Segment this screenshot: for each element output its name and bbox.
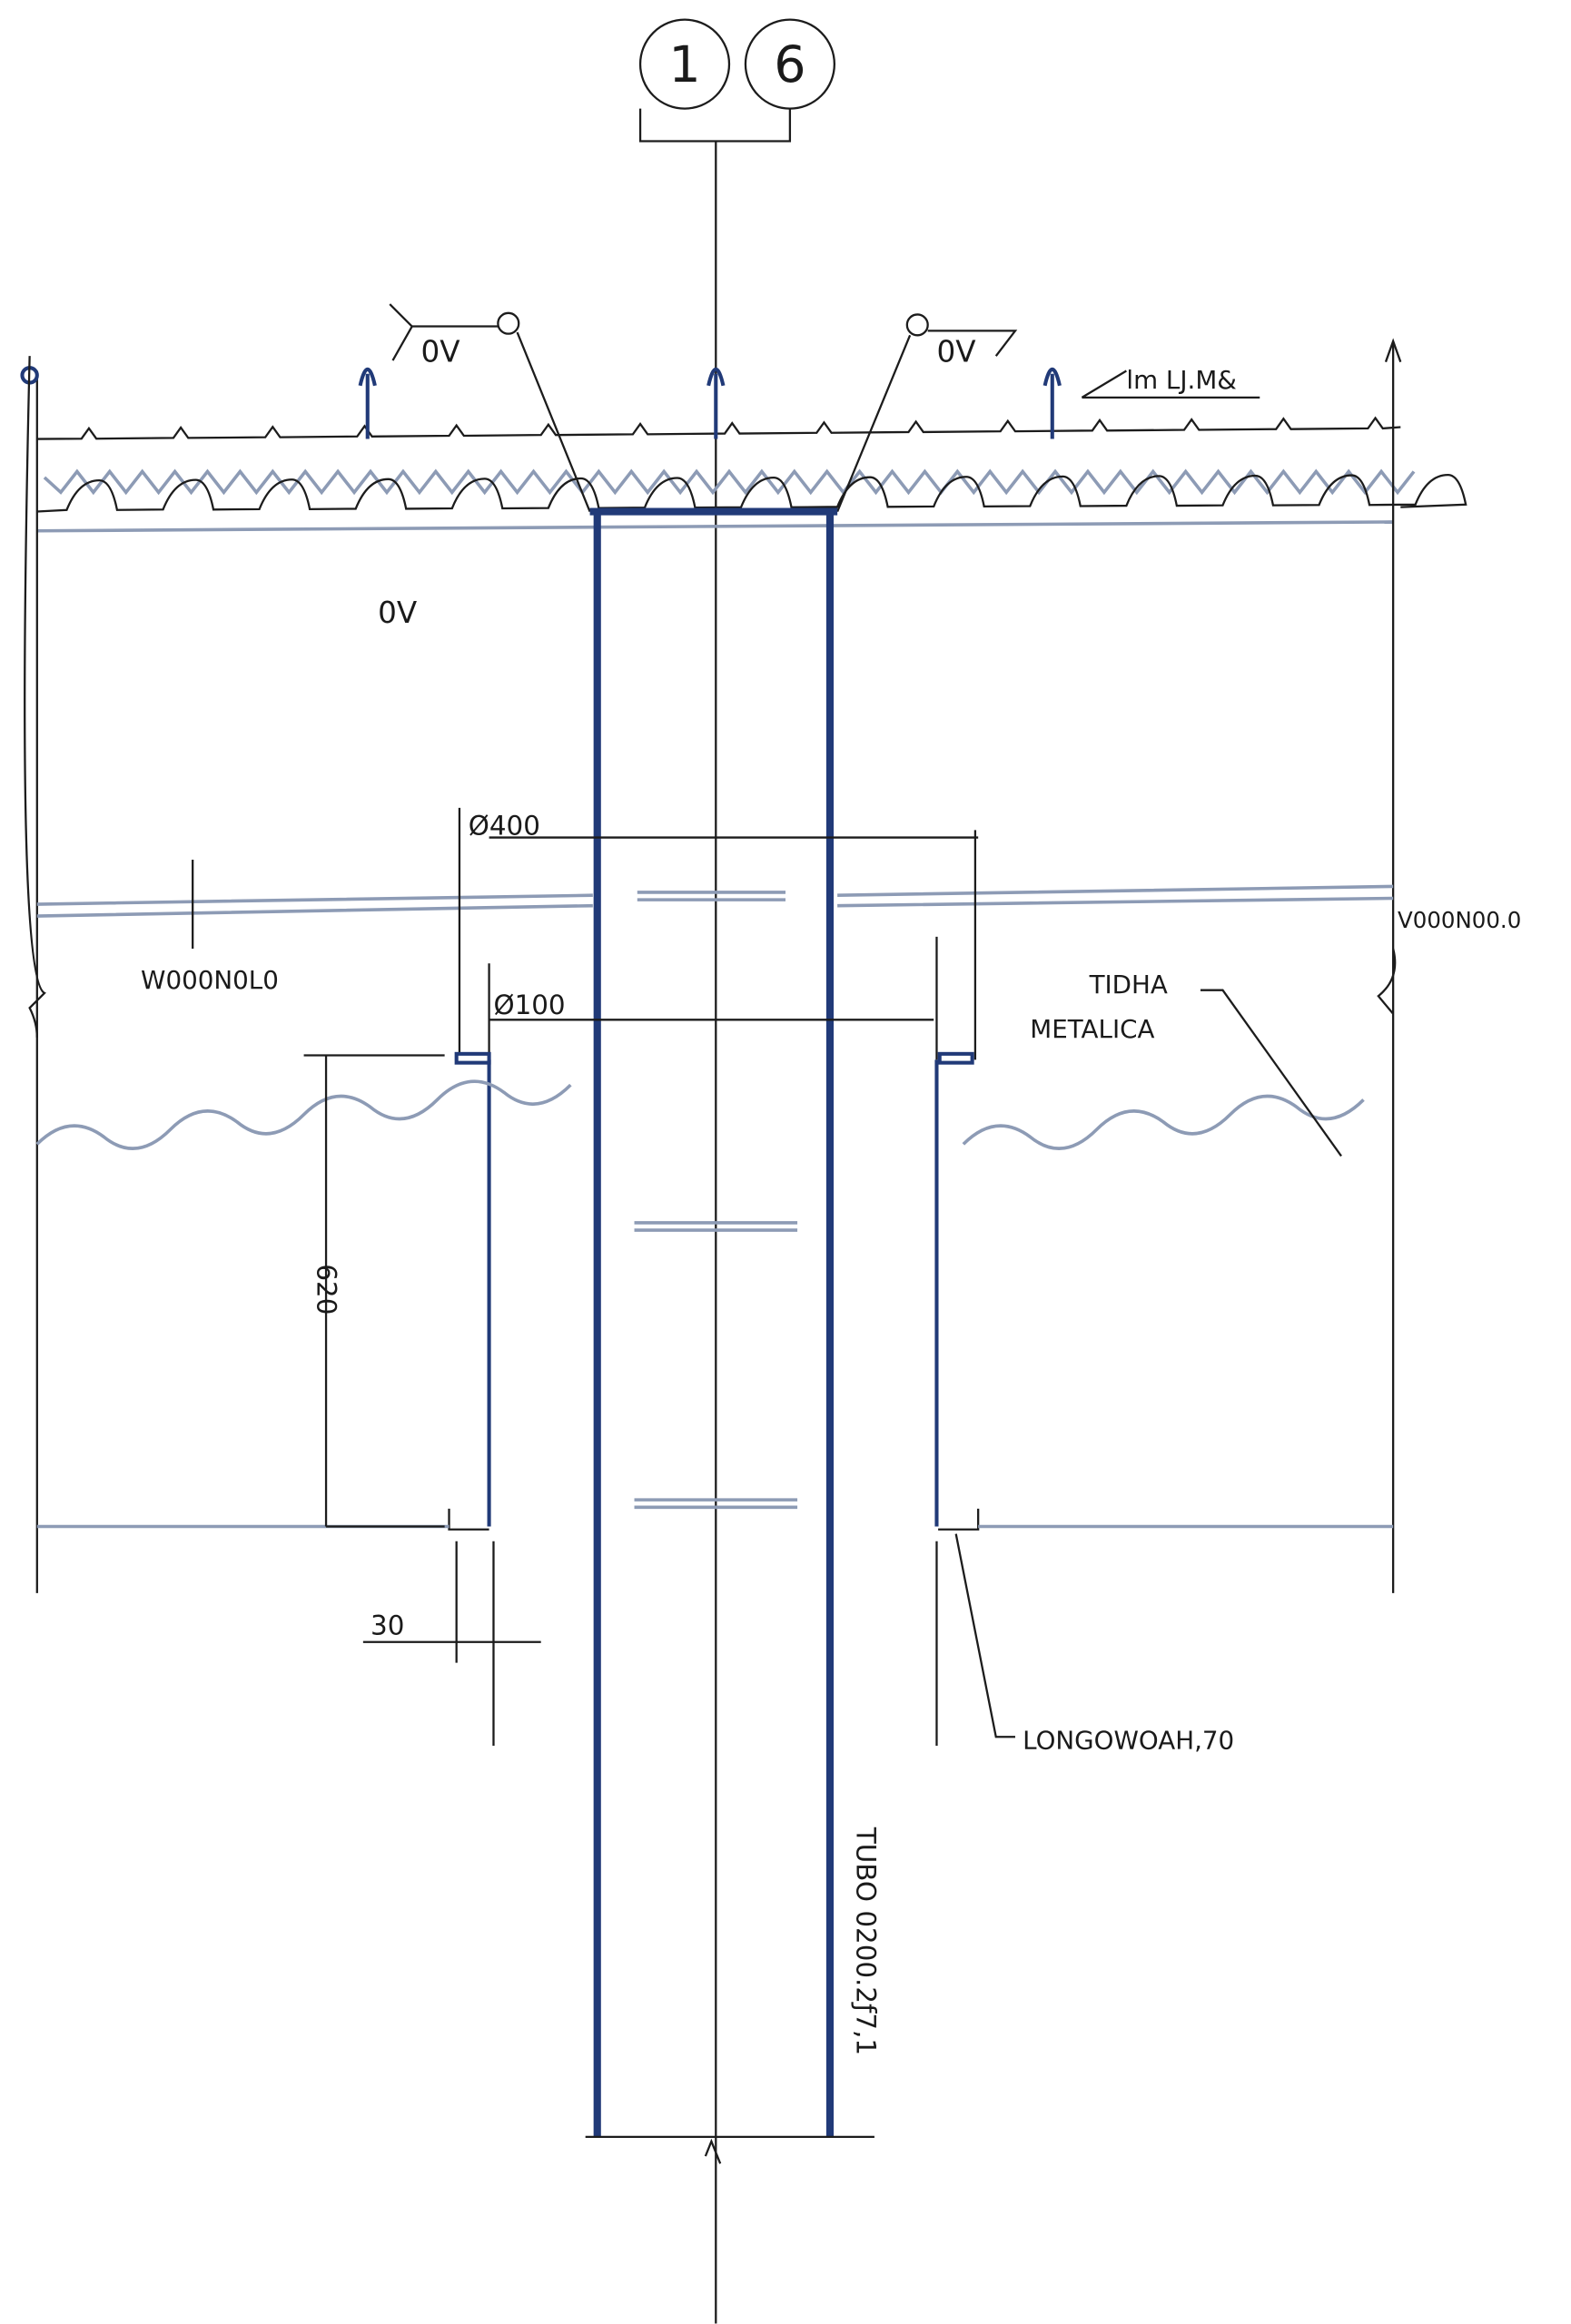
bottom-note: LONGOWOAH,70	[1023, 1725, 1234, 1755]
weld-leader-right	[836, 330, 1018, 512]
flashing-label: METALICA	[1030, 1014, 1154, 1044]
grid-marker-1: 1	[638, 18, 731, 110]
dim-height-label: 620	[311, 1264, 341, 1315]
roof-note-leader	[1081, 369, 1260, 399]
flashing	[448, 1051, 980, 1531]
dim-inner-label: Ø100	[493, 990, 565, 1020]
flashing-label: TIDHA	[1089, 970, 1168, 1000]
grid-marker-6: 6	[744, 18, 836, 110]
inner-marks	[634, 891, 798, 1510]
dim-height	[303, 1054, 445, 1528]
weld-symbol-mid: 0V	[378, 596, 418, 630]
dim-inner	[488, 936, 938, 1060]
roof-clip-icon	[358, 367, 377, 439]
weld-symbol-right: 0V	[936, 335, 976, 369]
roof-section	[36, 367, 1467, 533]
right-note: V000N00.0	[1398, 907, 1521, 933]
dim-offset	[362, 1541, 541, 1747]
grid-marker-label: 1	[668, 35, 700, 94]
grid-marker-label: 6	[774, 35, 805, 94]
roof-clip-icon	[706, 367, 726, 439]
corrugated-sheet-left	[35, 1079, 572, 1150]
roof-note: lm LJ.M&	[1126, 365, 1237, 395]
dim-outer-label: Ø400	[469, 810, 540, 841]
arrow-icon	[1384, 338, 1402, 363]
weld-leader-left	[389, 303, 591, 512]
marker-bracket	[638, 108, 792, 143]
dim-offset-label: 30	[371, 1610, 404, 1641]
roof-clip-icon	[1042, 367, 1062, 439]
tube-note: TUBO 0200.2ƒ7,1	[850, 1827, 881, 2055]
corrugated-sheet-right	[962, 1094, 1365, 1150]
dim-outer	[458, 807, 979, 1060]
left-note: W000N0L0	[141, 965, 279, 995]
weld-symbol-left: 0V	[421, 335, 461, 369]
